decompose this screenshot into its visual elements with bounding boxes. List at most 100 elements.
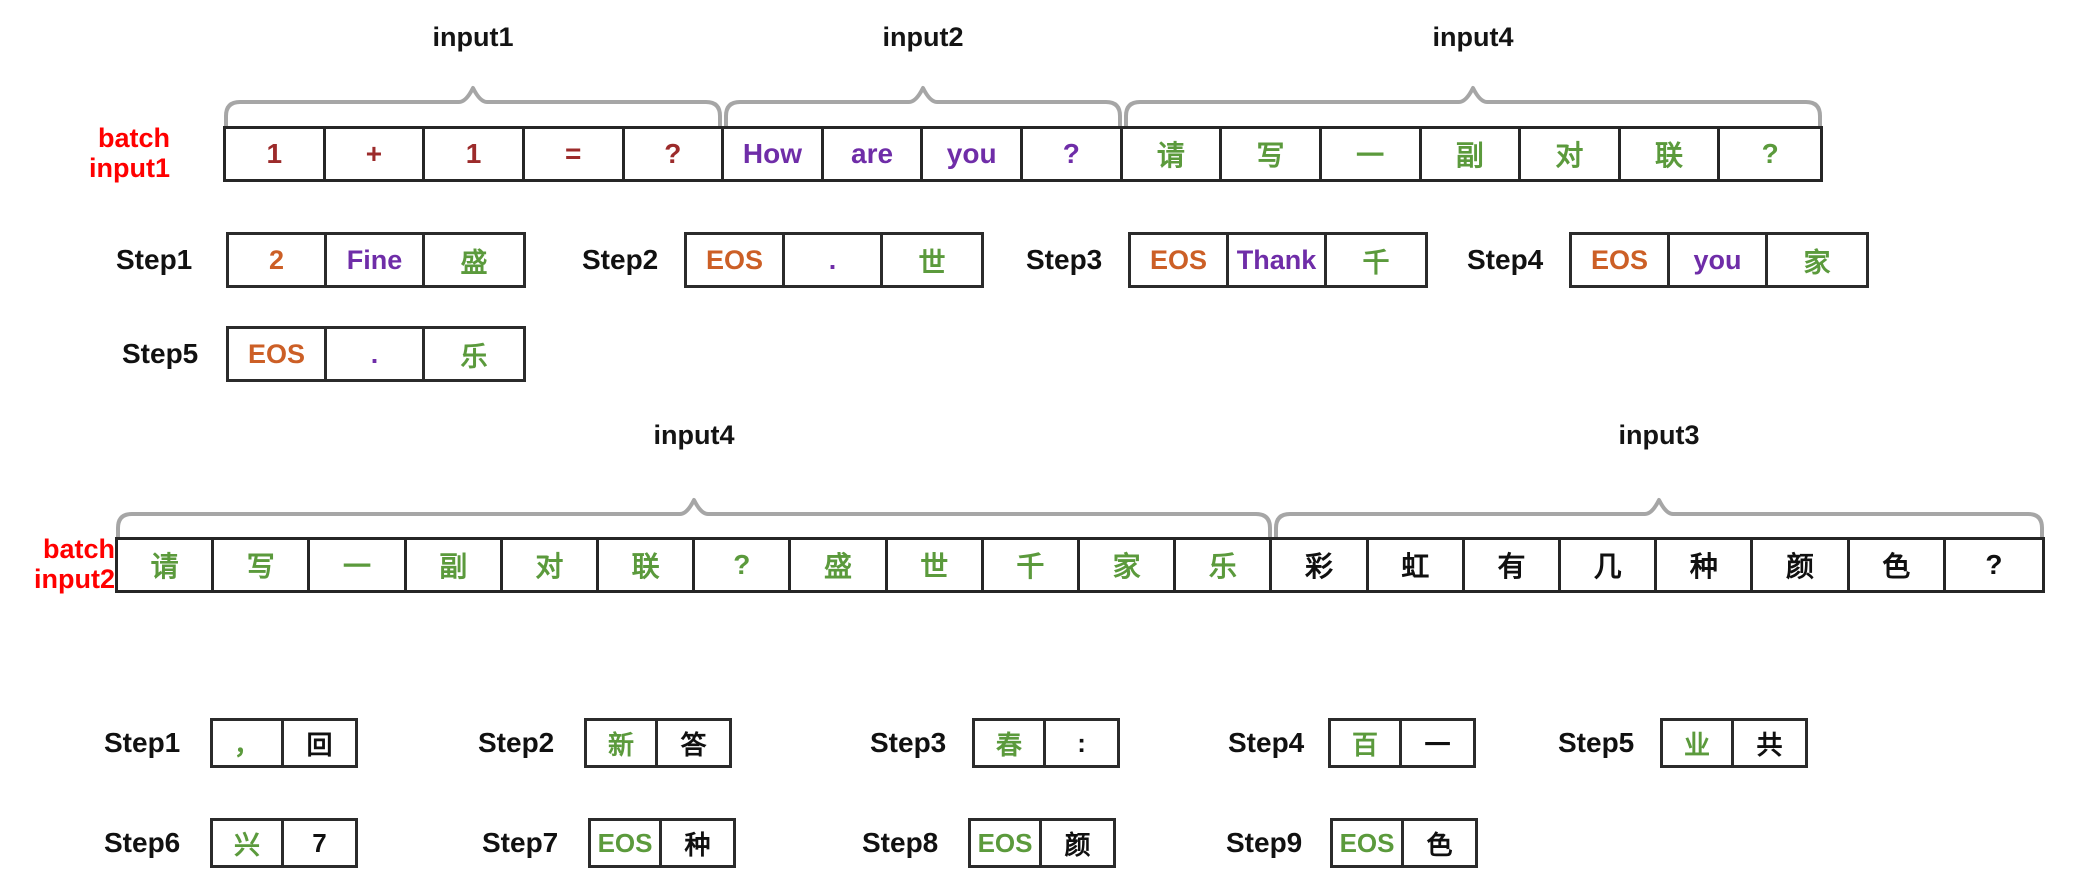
token-cell: ?: [1023, 129, 1123, 179]
token-cell: are: [823, 129, 924, 179]
brace-label: input1: [432, 22, 514, 52]
token-cell: 兴: [213, 821, 285, 865]
brace-icon: [116, 498, 1272, 541]
batch2-label: batch input2: [34, 534, 115, 595]
token-cell: EOS: [1131, 235, 1230, 285]
token-cell: 种: [662, 821, 733, 865]
step-token-strip: EOS.乐: [226, 326, 526, 382]
token-cell: 世: [883, 235, 981, 285]
token-cell: =: [524, 129, 625, 179]
token-cell: .: [785, 235, 884, 285]
token-cell: 2: [229, 235, 328, 285]
brace-label: input4: [1432, 22, 1514, 52]
brace-icon: [1124, 86, 1822, 130]
token-cell: 请: [1122, 129, 1223, 179]
step-label: Step5: [122, 338, 199, 369]
step-label: Step2: [478, 727, 555, 758]
token-cell: 1: [226, 129, 326, 179]
token-cell: 副: [1421, 129, 1522, 179]
token-cell: 盛: [425, 235, 523, 285]
step-token-strip: EOS.世: [684, 232, 984, 288]
token-cell: 千: [983, 540, 1081, 590]
token-cell: EOS: [1572, 235, 1671, 285]
token-cell: 彩: [1272, 540, 1369, 590]
step-label: Step4: [1467, 244, 1544, 275]
token-cell: .: [327, 329, 426, 379]
step-label: Step2: [582, 244, 659, 275]
token-cell: 一: [310, 540, 407, 590]
token-cell: Fine: [327, 235, 426, 285]
token-cell: 一: [1402, 721, 1473, 765]
token-cell: ?: [624, 129, 725, 179]
step-label: Step1: [116, 244, 193, 275]
token-cell: 1: [425, 129, 525, 179]
step-label: Step1: [104, 727, 181, 758]
step-label: Step3: [870, 727, 947, 758]
token-cell: 家: [1768, 235, 1866, 285]
token-cell: ?: [1720, 129, 1820, 179]
token-cell: 家: [1080, 540, 1177, 590]
token-cell: you: [923, 129, 1023, 179]
brace-label: input2: [882, 22, 964, 52]
token-cell: 写: [1222, 129, 1322, 179]
brace-icon: [224, 86, 722, 130]
batch2-token-strip: 请写一副对联?盛世千家乐彩虹有几种颜色?: [115, 537, 2045, 593]
token-cell: ，: [213, 721, 285, 765]
token-cell: 盛: [791, 540, 888, 590]
token-cell: EOS: [591, 821, 663, 865]
token-cell: 业: [1663, 721, 1735, 765]
step-label: Step7: [482, 827, 559, 858]
token-cell: EOS: [229, 329, 328, 379]
token-cell: 新: [587, 721, 659, 765]
token-cell: 色: [1404, 821, 1475, 865]
token-cell: 乐: [425, 329, 523, 379]
token-cell: 百: [1331, 721, 1403, 765]
step-token-strip: ，回: [210, 718, 358, 768]
token-cell: 7: [284, 821, 355, 865]
token-cell: EOS: [971, 821, 1043, 865]
token-cell: 春: [975, 721, 1047, 765]
token-cell: ?: [695, 540, 792, 590]
step-label: Step5: [1558, 727, 1635, 758]
token-cell: Thank: [1229, 235, 1328, 285]
token-cell: 颜: [1753, 540, 1850, 590]
step-label: Step8: [862, 827, 939, 858]
token-cell: 色: [1849, 540, 1946, 590]
token-cell: +: [325, 129, 426, 179]
token-cell: 副: [406, 540, 503, 590]
step-token-strip: 春:: [972, 718, 1120, 768]
token-cell: 一: [1321, 129, 1422, 179]
token-cell: 乐: [1176, 540, 1273, 590]
step-label: Step4: [1228, 727, 1305, 758]
step-label: Step9: [1226, 827, 1303, 858]
brace-icon: [1274, 498, 2044, 541]
token-cell: How: [724, 129, 824, 179]
brace-label: input3: [1618, 420, 1700, 450]
token-cell: 世: [887, 540, 984, 590]
token-cell: EOS: [1333, 821, 1405, 865]
token-cell: 颜: [1042, 821, 1113, 865]
token-cell: you: [1670, 235, 1769, 285]
token-cell: 有: [1464, 540, 1562, 590]
token-cell: 联: [599, 540, 696, 590]
token-cell: 几: [1561, 540, 1658, 590]
token-cell: :: [1046, 721, 1117, 765]
token-cell: 回: [284, 721, 355, 765]
token-cell: EOS: [687, 235, 786, 285]
token-cell: 对: [502, 540, 600, 590]
step-label: Step6: [104, 827, 181, 858]
token-cell: 请: [118, 540, 215, 590]
token-cell: ?: [1945, 540, 2043, 590]
token-cell: 答: [658, 721, 729, 765]
token-cell: 种: [1657, 540, 1754, 590]
step-token-strip: 百一: [1328, 718, 1476, 768]
token-cell: 千: [1327, 235, 1425, 285]
